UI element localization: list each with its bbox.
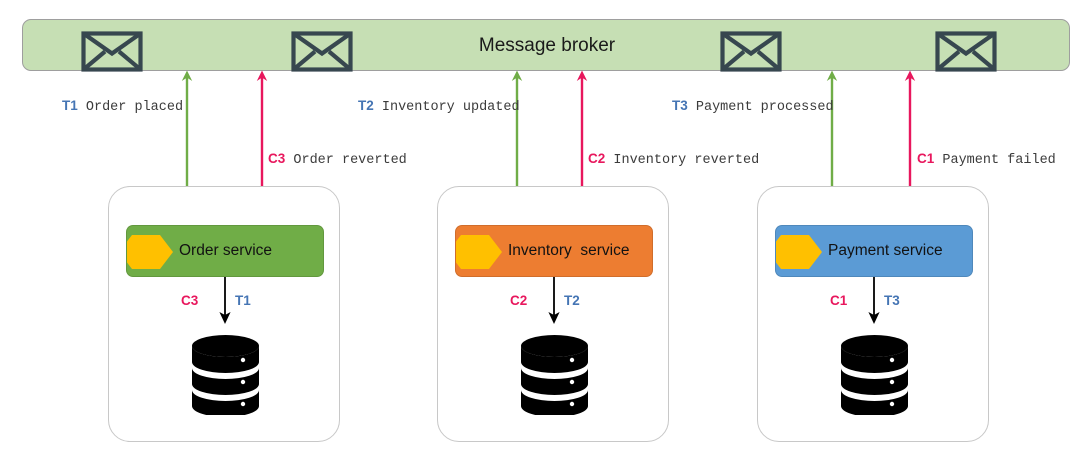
db-transaction-tag: T3 (884, 293, 900, 308)
edge-label-t1: T1 Order placed (62, 98, 183, 115)
envelope-icon (935, 31, 997, 72)
edge-label-c2: C2 Inventory reverted (588, 151, 759, 168)
db-transaction-tag: T2 (564, 293, 580, 308)
envelope-icon (291, 31, 353, 72)
message-broker-label: Message broker (478, 35, 616, 56)
edge-label-t2: T2 Inventory updated (358, 98, 520, 115)
edge-text: Payment processed (687, 100, 834, 115)
edge-tag: T2 (358, 98, 374, 113)
edge-tag: T1 (62, 98, 78, 113)
envelope-icon (720, 31, 782, 72)
database-icon (192, 335, 259, 415)
edge-tag: C2 (588, 151, 606, 166)
service-to-database-arrow (546, 277, 562, 325)
database-icon (841, 335, 908, 415)
service-name-label: Payment service (828, 242, 943, 259)
db-compensation-tag: C3 (181, 293, 199, 308)
envelope-icon (81, 31, 143, 72)
edge-label-t3: T3 Payment processed (672, 98, 834, 115)
db-compensation-tag: C2 (510, 293, 528, 308)
edge-label-c1: C1 Payment failed (917, 151, 1056, 168)
hexagon-icon (127, 235, 173, 269)
edge-text: Inventory updated (373, 100, 520, 115)
edge-tag: C3 (268, 151, 286, 166)
message-broker-bar: Message broker (22, 19, 1070, 72)
edge-text: Order reverted (285, 153, 407, 168)
edge-text: Inventory reverted (605, 153, 760, 168)
service-to-database-arrow (217, 277, 233, 325)
service-header[interactable]: Inventory service (455, 225, 653, 277)
service-header[interactable]: Order service (126, 225, 324, 277)
hexagon-icon (776, 235, 822, 269)
service-to-database-arrow (866, 277, 882, 325)
db-compensation-tag: C1 (830, 293, 848, 308)
edge-tag: C1 (917, 151, 935, 166)
edge-tag: T3 (672, 98, 688, 113)
edge-text: Order placed (77, 100, 184, 115)
edge-label-c3: C3 Order reverted (268, 151, 407, 168)
database-icon (521, 335, 588, 415)
db-transaction-tag: T1 (235, 293, 251, 308)
service-name-label: Inventory service (508, 242, 630, 259)
hexagon-icon (456, 235, 502, 269)
service-name-label: Order service (179, 242, 273, 259)
edge-text: Payment failed (934, 153, 1056, 168)
service-header[interactable]: Payment service (775, 225, 973, 277)
